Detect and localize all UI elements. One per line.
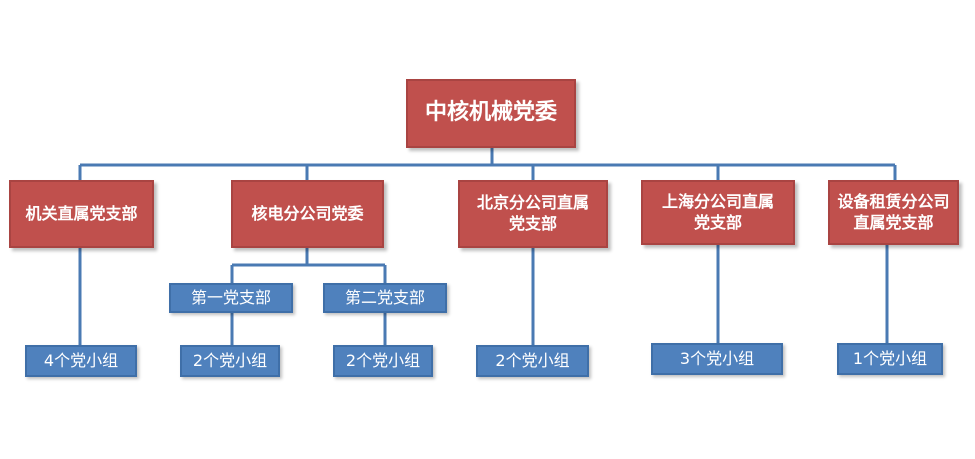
branch-second: 第二党支部 [323,283,447,313]
unit-label: 设备租赁分公司直属党支部 [837,191,950,232]
groups-label: 3个党小组 [679,348,755,368]
groups-label: 2个党小组 [495,350,570,370]
unit-label: 北京分公司直属党支部 [476,193,589,233]
root-committee: 中核机械党委 [406,79,576,148]
unit-label: 上海分公司直属党支部 [661,191,774,232]
groups-beijing: 2个党小组 [476,345,589,377]
groups-label: 2个党小组 [192,350,268,370]
branch-label: 第一党支部 [190,287,271,307]
groups-jiguan: 4个党小组 [25,345,137,377]
groups-first-branch: 2个党小组 [180,345,280,377]
unit-beijing: 北京分公司直属党支部 [458,180,608,248]
groups-second-branch: 2个党小组 [333,345,433,377]
root-committee-label: 中核机械党委 [424,100,557,126]
unit-shanghai: 上海分公司直属党支部 [641,180,795,245]
unit-zulin: 设备租赁分公司直属党支部 [828,180,959,245]
groups-label: 2个党小组 [345,350,421,370]
unit-label: 机关直属党支部 [25,203,138,223]
unit-jiguan: 机关直属党支部 [9,180,154,248]
unit-label: 核电分公司党委 [251,203,364,223]
unit-hedian: 核电分公司党委 [231,180,384,248]
branch-first: 第一党支部 [169,283,293,313]
branch-label: 第二党支部 [344,287,425,307]
groups-label: 4个党小组 [43,350,119,370]
groups-zulin: 1个党小组 [837,343,943,375]
groups-shanghai: 3个党小组 [651,343,783,375]
groups-label: 1个党小组 [852,348,928,368]
